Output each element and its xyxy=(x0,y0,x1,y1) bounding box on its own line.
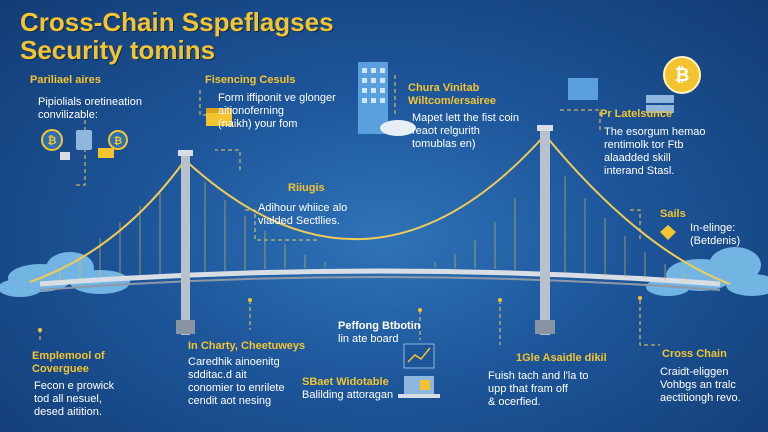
tower-left xyxy=(176,150,195,335)
bridge-deck xyxy=(39,268,721,291)
callout-latelsunce-body: The esorgum hemao rentimolk tor Ftb alaa… xyxy=(604,126,706,177)
callout-asaide-body: Fuish tach and l'la to upp that fram off… xyxy=(488,370,589,408)
callout-sails-body: In-elinge: (Betdenis) xyxy=(690,222,741,247)
callout-sails: Sails xyxy=(660,208,686,220)
callout-asaide: 1Gle Asaidle dikil xyxy=(516,352,607,364)
page-title: Cross-Chain Sspeflagses Security tomins xyxy=(20,7,334,65)
laptop-icon xyxy=(398,376,440,398)
shield-icon xyxy=(660,225,676,240)
bitcoin-symbol: ₿ xyxy=(675,65,690,86)
callout-charty: In Charty, Cheetuweys xyxy=(188,340,306,352)
callout-chura-body: Mapet lett the fist coin reaot relgurith… xyxy=(412,112,519,150)
server-icon xyxy=(568,78,674,113)
hanger-cables xyxy=(59,176,686,282)
callout-charty-body: Caredhik ainoenitg sdditac.d ait conomie… xyxy=(188,356,285,407)
callout-peffong: Peffong Btbotin lin ate board xyxy=(338,320,421,345)
callout-parallel-body: Pipiolials oretineation convilizable: xyxy=(38,96,142,121)
cloud-left-icon xyxy=(0,252,130,297)
dot-markers xyxy=(38,296,642,332)
callout-widotable: SBaet Widotable Balilding attoragan xyxy=(302,376,394,401)
callout-financing: Fisencing Cesuls xyxy=(205,74,296,86)
callout-financing-body: Form iffiponit ve glonger aitionoferning… xyxy=(218,92,336,130)
coin-symbol-left: ₿ xyxy=(48,134,57,147)
coin-symbol-left-2: ₿ xyxy=(114,135,122,147)
building-icon xyxy=(358,62,416,136)
callout-parallel: Pariliael aires xyxy=(30,74,101,86)
callout-crosschain: Cross Chain xyxy=(662,348,727,360)
bitcoin-icon xyxy=(663,56,701,94)
callout-crosschain-body: Craidt-eliggen Vohbgs an tralc aectition… xyxy=(660,366,741,404)
package-icon xyxy=(206,108,232,126)
callout-bridge: Riiugis xyxy=(288,182,325,194)
chart-icon xyxy=(403,343,435,369)
callout-latelsunce: Pr Latelsunce xyxy=(600,108,673,120)
tower-right xyxy=(535,125,555,335)
callout-coverguee: Emplemool of Coverguee xyxy=(32,350,105,375)
callout-coverguee-body: Fecon e prowick tod all nesuel, desed ai… xyxy=(34,380,115,418)
callout-bridge-body: Adihour whiice alo vialded Sectllies. xyxy=(258,202,348,227)
coin-cluster-icon xyxy=(41,129,128,160)
callout-chura: Chura Vinitab Wiltcom/ersairee xyxy=(408,82,496,107)
main-cables xyxy=(29,134,731,285)
